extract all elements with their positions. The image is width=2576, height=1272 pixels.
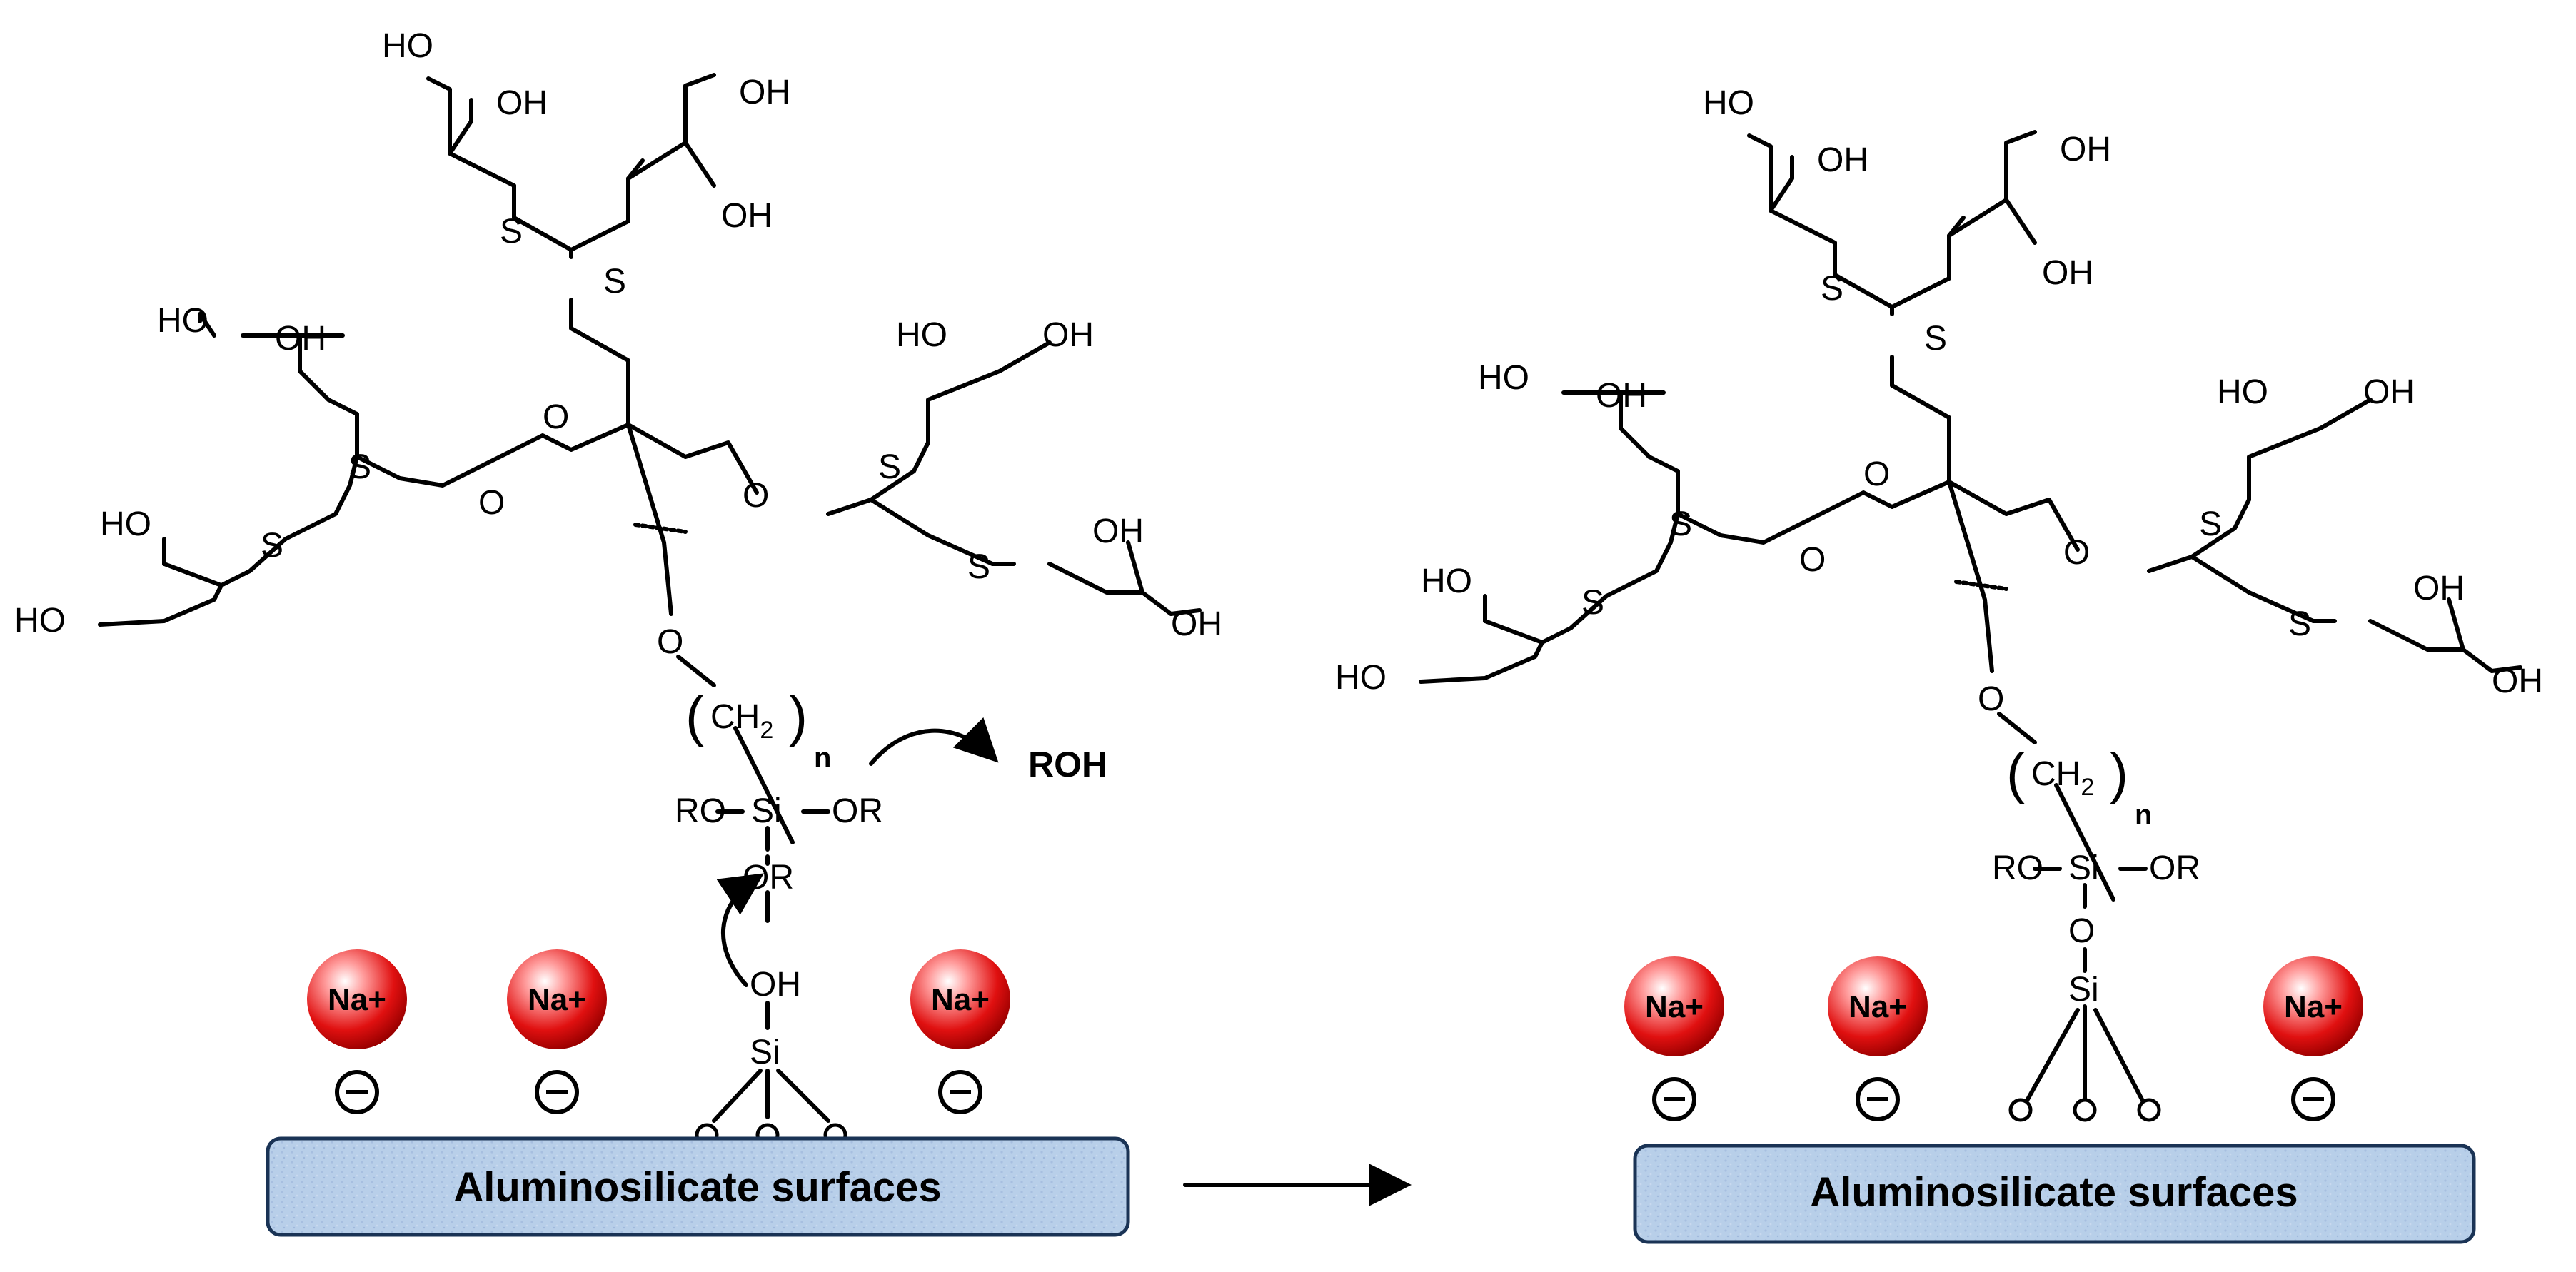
sodium-cation-icon	[307, 949, 407, 1049]
atom-oh: OH	[1171, 605, 1222, 643]
sodium-cation-icon	[507, 949, 607, 1049]
atom-s: S	[2288, 605, 2311, 643]
right-molecule-bonds	[1419, 130, 2522, 1044]
atom-or: OR	[2149, 849, 2200, 887]
sodium-label: Na+	[931, 982, 990, 1017]
atom-oh: OH	[1596, 377, 1647, 415]
atom-ho: HO	[1703, 84, 1754, 122]
atom-o: O	[478, 484, 505, 522]
atom-s: S	[348, 448, 371, 486]
left-molecule-bonds	[98, 73, 1202, 923]
atom-s: S	[603, 263, 626, 301]
atom-s: S	[967, 548, 990, 586]
atom-ho: HO	[1335, 659, 1387, 697]
atom-ho: HO	[2217, 373, 2268, 411]
atom-oh: OH	[496, 84, 548, 122]
cation-group: Na+	[507, 949, 607, 1114]
surface-label: Aluminosilicate surfaces	[1810, 1169, 2298, 1216]
atom-o: O	[1863, 455, 1890, 493]
atom-s: S	[500, 213, 523, 251]
bracket-close: )	[789, 685, 807, 747]
atom-o: O	[2063, 534, 2090, 572]
atom-ho: HO	[1478, 359, 1529, 397]
cation-group: Na+	[910, 949, 1010, 1114]
atom-s: S	[878, 448, 901, 486]
subscript-n: n	[814, 742, 831, 774]
right-panel: HO OH S S OH OH O HO OH S O S HO HO O S …	[1335, 84, 2543, 1244]
atom-si: Si	[751, 792, 782, 830]
bracket-open: (	[2006, 742, 2025, 804]
sodium-cation-icon	[1828, 956, 1928, 1056]
atom-oh: OH	[2042, 254, 2093, 292]
left-panel: HO OH S S OH OH O HO OH S O S HO HO O S …	[14, 27, 1222, 1237]
sodium-label: Na+	[1645, 989, 1704, 1024]
atom-s: S	[1669, 505, 1692, 543]
sodium-label: Na+	[328, 982, 386, 1017]
atom-s: S	[2199, 505, 2222, 543]
sodium-label: Na+	[1848, 989, 1907, 1024]
surface-oxygen	[2073, 1098, 2097, 1122]
sodium-cation-icon	[2263, 956, 2363, 1056]
atom-ho: HO	[382, 27, 433, 65]
atom-s: S	[261, 527, 283, 565]
surface-oxygen	[2008, 1098, 2033, 1122]
curved-arrow-icon	[869, 717, 999, 766]
atom-o: O	[743, 477, 769, 515]
atom-oh: OH	[750, 966, 801, 1004]
atom-ho: HO	[896, 316, 947, 354]
atom-oh: OH	[2363, 373, 2415, 411]
atom-oh: OH	[2060, 131, 2111, 168]
left-molecule-atoms: HO OH S S OH OH O HO OH S O S HO HO O S …	[14, 27, 1222, 897]
atom-oh: OH	[1042, 316, 1094, 354]
atom-ro: RO	[675, 792, 726, 830]
leaving-group-label: ROH	[1028, 744, 1107, 784]
bracket-close: )	[2110, 742, 2128, 804]
atom-oh: OH	[275, 320, 326, 358]
atom-oh: OH	[721, 197, 773, 235]
surface-oxygen	[2137, 1098, 2161, 1122]
sodium-label: Na+	[528, 982, 586, 1017]
atom-oh: OH	[1092, 513, 1144, 550]
atom-si: Si	[2068, 971, 2099, 1009]
atom-ch2: CH2	[710, 698, 773, 744]
surface-slab	[1633, 1144, 2476, 1244]
sodium-cation-icon	[910, 949, 1010, 1049]
atom-si: Si	[2068, 849, 2099, 887]
atom-or: OR	[743, 859, 794, 897]
atom-oh: OH	[2492, 662, 2543, 700]
subscript-n: n	[2135, 799, 2152, 831]
atom-ho: HO	[1421, 562, 1472, 600]
cation-group: Na+	[307, 949, 407, 1114]
cation-group: Na+	[2263, 956, 2363, 1121]
cation-group: Na+	[1624, 956, 1724, 1121]
atom-o: O	[2068, 912, 2095, 950]
atom-ch2: CH2	[2031, 755, 2094, 801]
atom-o: O	[1978, 680, 2004, 718]
atom-si: Si	[750, 1034, 780, 1071]
surface-label: Aluminosilicate surfaces	[453, 1164, 941, 1211]
atom-o: O	[543, 398, 569, 436]
cation-group: Na+	[1828, 956, 1928, 1121]
atom-s: S	[1924, 320, 1947, 358]
atom-or: OR	[832, 792, 883, 830]
atom-s: S	[1581, 584, 1604, 622]
atom-ro: RO	[1992, 849, 2043, 887]
sodium-cation-icon	[1624, 956, 1724, 1056]
sodium-label: Na+	[2284, 989, 2343, 1024]
atom-ho: HO	[157, 302, 208, 340]
curved-arrow-icon	[716, 873, 764, 987]
atom-o: O	[657, 623, 683, 661]
atom-ho: HO	[100, 505, 151, 543]
atom-s: S	[1821, 270, 1843, 308]
atom-o: O	[1799, 541, 1826, 579]
atom-oh: OH	[739, 74, 790, 111]
atom-ho: HO	[14, 602, 66, 640]
bracket-open: (	[685, 685, 704, 747]
atom-oh: OH	[2413, 570, 2465, 607]
atom-oh: OH	[1817, 141, 1868, 179]
right-molecule-atoms: HO OH S S OH OH O HO OH S O S HO HO O S …	[1335, 84, 2543, 1009]
surface-slab	[266, 1136, 1130, 1237]
